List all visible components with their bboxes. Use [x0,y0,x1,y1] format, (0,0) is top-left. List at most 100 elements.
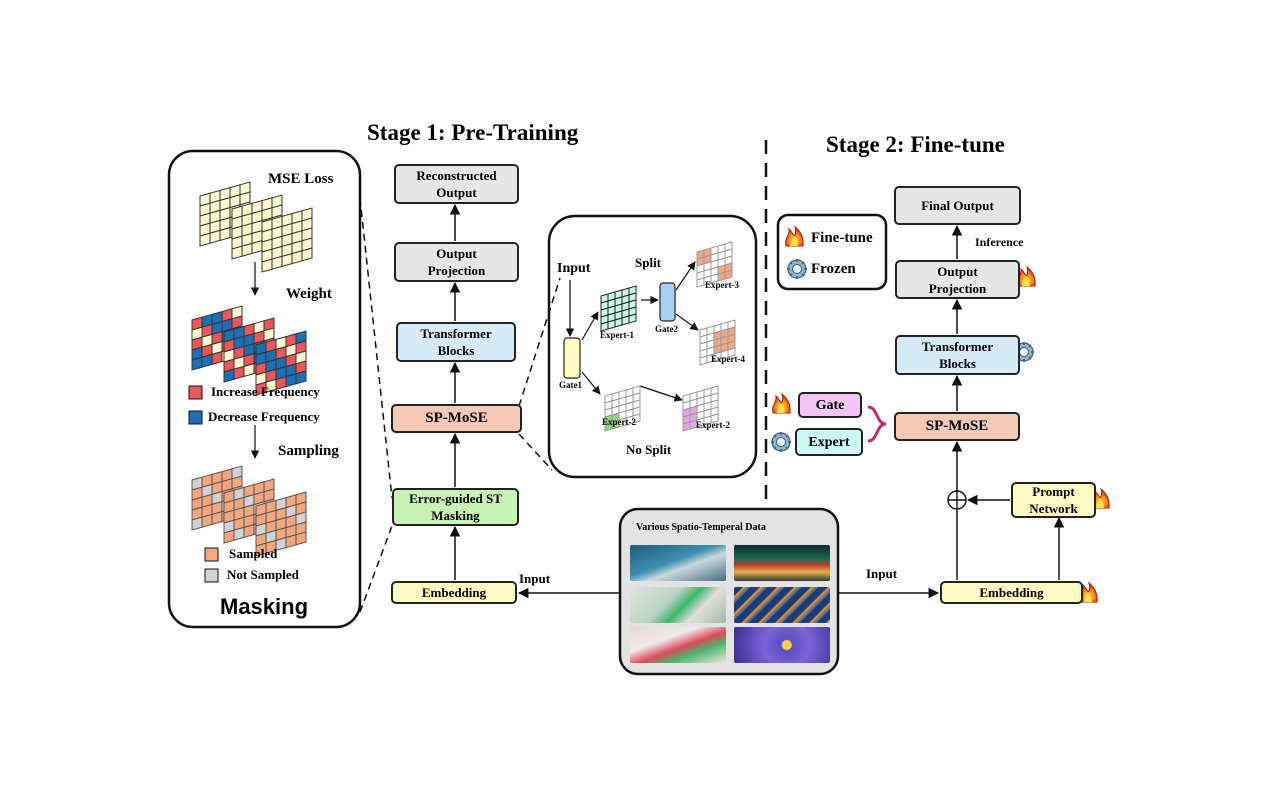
grid-cell [295,370,307,385]
grid-cell [285,534,297,549]
expert2a-label: Expert-2 [602,417,636,427]
city-night-thumbnail [734,545,830,581]
expert1-label: Expert-1 [600,330,634,340]
input-label: Input [519,571,551,586]
expert3-label: Expert-3 [705,280,739,290]
masking-panel [167,149,362,629]
grid-cell [231,245,243,260]
grid-cell [275,536,287,552]
decrease-frequency-label: Decrease Frequency [208,409,320,424]
input-label-2: Input [866,566,898,581]
split-label: Split [635,255,662,270]
increase-legend-swatch [188,385,203,400]
not-sampled-label: Not Sampled [227,567,299,582]
output-projection-box: Output Projection [394,242,519,282]
grid-cell [291,250,303,265]
stage1-title: Stage 1: Pre-Training [367,120,579,145]
grid-cell [191,356,203,371]
transformer-blocks-box: Transformer Blocks [396,322,516,362]
grid-cell [199,232,211,247]
embedding-box-2: Embedding [940,581,1083,604]
inference-label: Inference [975,235,1024,249]
data-panel-title: Various Spatio-Temperal Data [636,522,766,533]
increase-frequency-label: Increase Frequency [211,384,320,399]
gate2-shape [659,282,676,322]
gate1-label: Gate1 [559,380,582,390]
no-split-label: No Split [626,442,672,457]
snowflake-icon [786,258,808,280]
masking-title: Masking [220,594,309,619]
grid-cell [201,353,213,368]
expert4-label: Expert-4 [711,354,745,364]
grid-cell [621,315,630,326]
grid-cell [724,269,733,280]
grid-cell [301,247,313,262]
roundabout-thumbnail [734,627,830,663]
flame-icon [772,393,791,414]
grid-cell [628,313,637,324]
gate2-label: Gate2 [655,324,678,334]
grid-cell [261,258,273,273]
grid-cell [696,277,705,288]
grid-cell [211,510,223,526]
grid-cell [607,319,616,330]
final-output-box: Final Output [894,186,1021,225]
stage2-title: Stage 2: Fine-tune [826,132,1005,157]
grid-cell [209,229,221,244]
grid-cell [710,413,719,424]
output-projection-box-2: Output Projection [895,260,1020,299]
grid-cell [191,516,203,531]
sampling-label: Sampling [278,443,339,459]
snowflake-icon [770,431,792,453]
expert4-grid [699,319,736,366]
flame-icon [1017,266,1036,287]
gate1-shape [563,337,581,379]
weight-label: Weight [286,286,332,302]
grid-cell [233,526,245,541]
grid-cell [223,529,235,544]
transformer-blocks-box-2: Transformer Blocks [895,335,1020,375]
gate-box: Gate [798,392,862,418]
grid-cell [223,368,235,383]
intersection-thumbnail [630,627,726,663]
mse-loss-grids [199,181,313,273]
brace [867,405,887,443]
traffic-thumbnail [630,545,726,581]
grid-cell [241,242,253,257]
flame-icon [785,226,804,247]
weight-grid-3 [255,330,307,396]
not-sampled-legend-swatch [204,568,219,583]
expert2b-label: Expert-2 [696,420,730,430]
grid-cell [219,226,231,242]
sp-mose-box: SP-MoSE [391,404,522,433]
legend-box [776,213,888,291]
grid-cell [682,421,691,432]
mse-loss-label: MSE Loss [268,171,334,187]
sampled-label: Sampled [229,546,278,561]
embedding-box: Embedding [391,581,517,604]
expert3-grid [696,241,733,288]
grid-cell [271,255,283,270]
grid-cell [211,350,223,366]
weight-grids [191,305,307,396]
grid-cell [233,365,245,380]
grid-cell [201,513,213,528]
expert2b-grid [682,385,719,432]
moe-input-label: Input [557,261,591,276]
grid-cell [727,347,736,358]
sampling-grids [191,465,307,557]
masking-block-box: Error-guided ST Masking [392,488,519,526]
expert-box: Expert [795,428,863,456]
expert-grids [600,241,736,432]
grid-cell [251,239,263,255]
grid-cell [243,362,255,378]
legend-finetune-label: Fine-tune [811,230,873,246]
network-thumbnail [734,587,830,623]
prompt-network-box: Prompt Network [1011,482,1096,518]
grid-cell [699,355,708,366]
grid-cell [295,531,307,546]
sampling-grid-3 [255,491,307,557]
grid-cell [614,317,623,328]
sp-mose-box-2: SP-MoSE [894,412,1020,441]
